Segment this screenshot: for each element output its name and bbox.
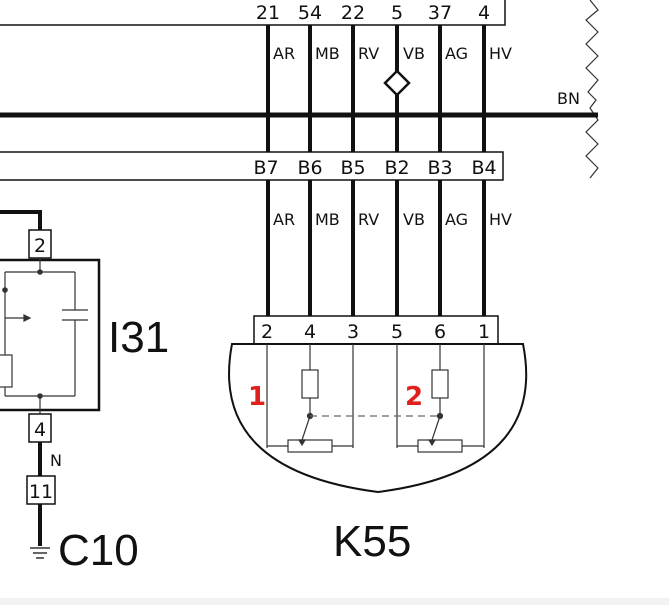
i31-top-pin: 2 [34,235,46,257]
ground-wire-color: N [50,451,62,470]
upper-wire-label-6: HV [489,44,512,63]
ground-icon [30,547,50,559]
i31-internals [0,258,88,414]
ground-label: C10 [58,526,139,575]
top-connector-strip [0,0,506,26]
upper-wires [266,25,486,152]
i31-housing [0,258,101,412]
bottom-pin-2: B6 [297,157,322,179]
top-connector-pins: 21 54 22 5 37 4 [256,2,490,24]
component-k55: 2 4 3 5 6 1 [228,315,528,566]
top-pin-1: 21 [256,2,280,24]
top-pin-4: 5 [391,2,403,24]
footer-strip [0,598,669,605]
bottom-pin-4: B2 [384,157,409,179]
k55-pin-2: 4 [304,321,316,343]
upper-wire-labels: AR MB RV VB AG HV [273,44,512,63]
i31-label: I31 [108,313,169,362]
top-pin-6: 4 [478,2,490,24]
k55-pin-1: 2 [261,321,273,343]
k55-pin-3: 3 [347,321,359,343]
lower-wire-labels: AR MB RV VB AG HV [273,210,512,229]
bottom-pin-1: B7 [253,157,278,179]
lower-wire-label-3: RV [358,210,379,229]
upper-wire-label-4: VB [403,44,425,63]
upper-wire-label-2: MB [315,44,340,63]
bottom-connector-pins: B7 B6 B5 B2 B3 B4 [253,157,496,179]
ground-bus-label: BN [557,89,580,108]
i31-bottom-pin: 4 [34,419,46,441]
lower-wires [266,180,486,316]
top-pin-3: 22 [341,2,365,24]
sensor-marker-1: 1 [248,382,266,412]
splice-diamond [383,69,411,97]
lower-wire-label-2: MB [315,210,340,229]
sensor-marker-2: 2 [405,382,423,412]
k55-label: K55 [333,517,411,566]
lower-wire-label-4: VB [403,210,425,229]
k55-pin-5: 6 [434,321,446,343]
break-line [585,0,599,179]
lower-wire-label-6: HV [489,210,512,229]
upper-wire-label-3: RV [358,44,379,63]
i31-supply-wire [0,210,42,230]
ground-connector-pin: 11 [29,481,53,503]
k55-sensor-2 [396,344,485,453]
bottom-pin-6: B4 [471,157,496,179]
lower-wire-label-5: AG [445,210,468,229]
bottom-connector-strip [0,151,504,181]
component-i31: 2 4 I31 [0,229,169,443]
bottom-pin-3: B5 [340,157,365,179]
lower-wire-label-1: AR [273,210,295,229]
bottom-pin-5: B3 [427,157,452,179]
top-pin-5: 37 [428,2,452,24]
ground-branch: N 11 C10 [26,442,139,575]
upper-wire-label-1: AR [273,44,295,63]
upper-wire-label-5: AG [445,44,468,63]
k55-sensor-1 [266,344,354,453]
k55-pin-6: 1 [478,321,490,343]
k55-pin-4: 5 [391,321,403,343]
k55-connector [253,315,499,345]
top-pin-2: 54 [298,2,322,24]
ground-connector-box [26,475,56,505]
k55-housing [228,343,528,494]
